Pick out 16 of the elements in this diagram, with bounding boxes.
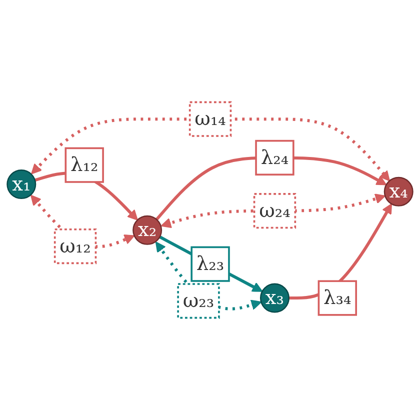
edge-label: λ₁₂ <box>70 153 98 176</box>
edge-label: ω₁₄ <box>194 107 226 130</box>
node-circle: x₂ <box>132 215 162 245</box>
edge-label: ω₂₃ <box>182 288 214 312</box>
edge-label: ω₂₄ <box>259 198 290 222</box>
arrow <box>160 194 386 228</box>
arrow <box>155 242 262 310</box>
node-circle: x₃ <box>260 283 290 313</box>
edge-label: λ₃₄ <box>324 286 352 309</box>
edge-label: λ₂₄ <box>260 146 289 169</box>
arrow <box>159 236 263 292</box>
arrow <box>31 118 390 182</box>
edge-label: λ₂₃ <box>196 252 224 275</box>
node-circle: x₄ <box>384 176 414 206</box>
edge-label: ω₁₂ <box>60 234 91 258</box>
node-circle: x₁ <box>6 170 36 200</box>
